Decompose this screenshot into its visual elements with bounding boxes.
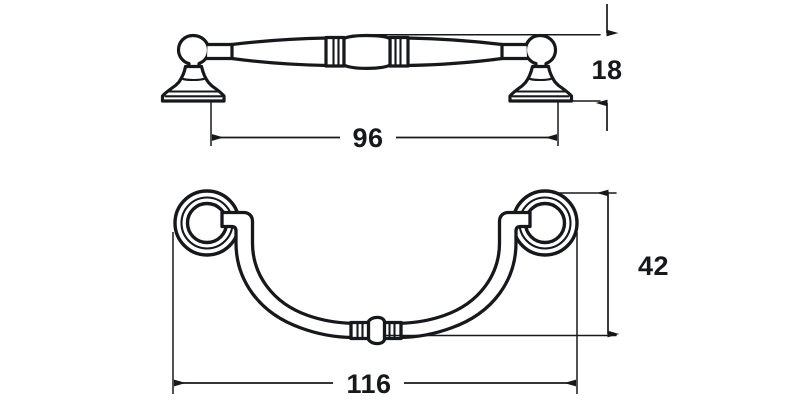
dimension-label-42: 42 (638, 251, 669, 281)
left-neck-segment (205, 42, 235, 61)
center-bead-sphere (342, 33, 392, 70)
left-rosette-base (160, 64, 226, 103)
front-left-collar-ring (349, 320, 371, 341)
dimension-label-116: 116 (346, 369, 391, 399)
dimension-label-18: 18 (591, 55, 622, 85)
right-collar-ring (388, 35, 410, 68)
front-center-bead-sphere (366, 315, 387, 346)
left-collar-ring (324, 35, 346, 68)
left-tapered-bar (230, 36, 329, 68)
dimension-width-116 (172, 232, 578, 394)
left-ring-rosette (173, 189, 241, 257)
right-neck-segment (499, 42, 529, 61)
dimension-centers-96 (210, 101, 559, 146)
dimension-label-96: 96 (352, 123, 383, 153)
right-tapered-bar (405, 36, 504, 68)
top-elevation-view (160, 33, 601, 103)
front-view (173, 189, 617, 346)
